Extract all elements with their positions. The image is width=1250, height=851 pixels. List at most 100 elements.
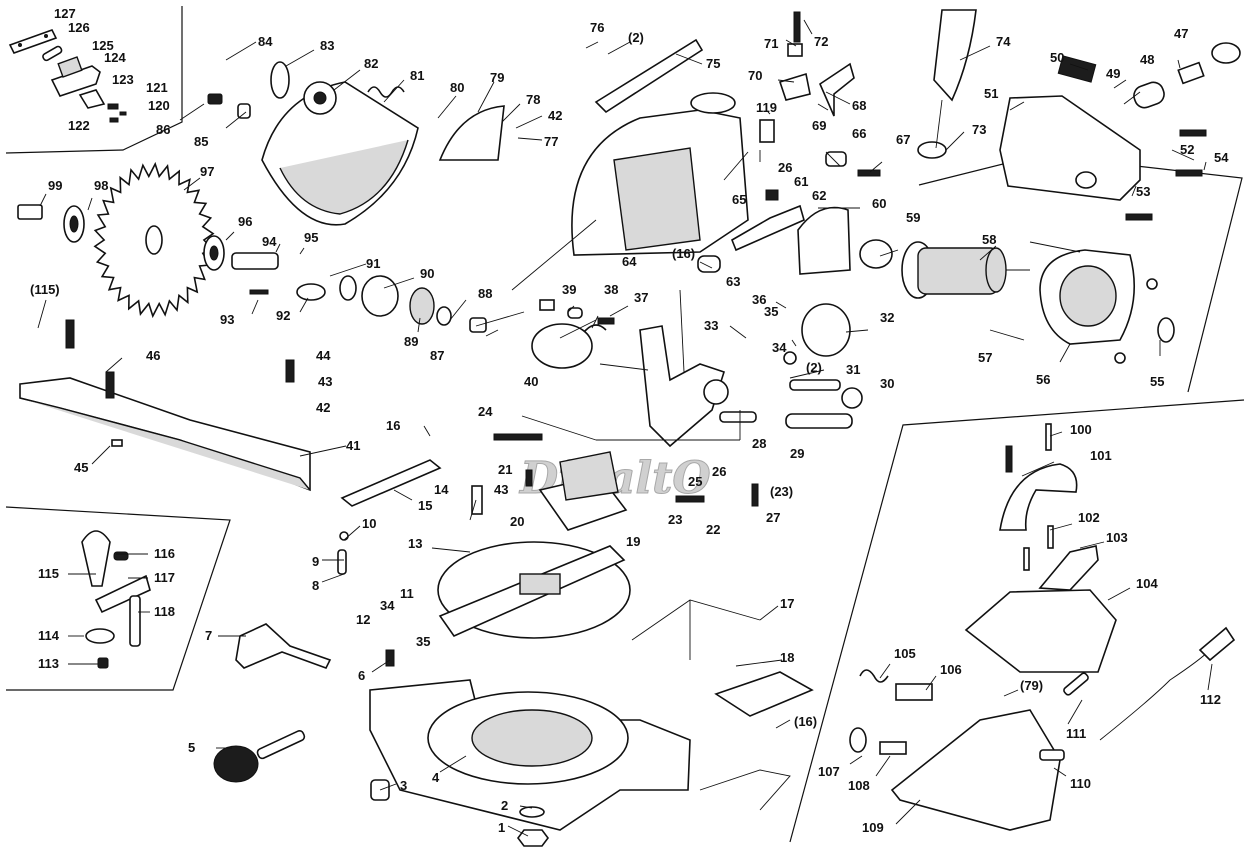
part-42b: 42 xyxy=(548,108,562,123)
part-8: 8 xyxy=(312,578,319,593)
part-25: 25 xyxy=(688,474,702,489)
part-35b: 35 xyxy=(416,634,430,649)
part-31: 31 xyxy=(846,362,860,377)
part-90: 90 xyxy=(420,266,434,281)
part-9: 9 xyxy=(312,554,319,569)
part-18: 18 xyxy=(780,650,794,665)
part-93: 93 xyxy=(220,312,234,327)
frame-top-left xyxy=(5,6,183,154)
part-115b: (115) xyxy=(30,282,60,297)
part-125: 125 xyxy=(92,38,114,53)
part-59: 59 xyxy=(906,210,920,225)
part-70: 70 xyxy=(748,68,762,83)
switch-and-cable xyxy=(849,626,1236,755)
part-44: 44 xyxy=(316,348,331,363)
part-28: 28 xyxy=(752,436,766,451)
part-75: 75 xyxy=(706,56,720,71)
part-45: 45 xyxy=(74,460,88,475)
part-62: 62 xyxy=(812,188,826,203)
part-34b: 34 xyxy=(380,598,395,613)
part-16b: (16) xyxy=(672,246,695,261)
fence xyxy=(19,319,311,492)
part-21: 21 xyxy=(498,462,512,477)
part-107: 107 xyxy=(818,764,840,779)
part-79: 79 xyxy=(490,70,504,85)
part-102: 102 xyxy=(1078,510,1100,525)
part-89: 89 xyxy=(404,334,418,349)
operating-handle xyxy=(917,9,977,159)
part-127: 127 xyxy=(54,6,76,21)
part-10: 10 xyxy=(362,516,376,531)
part-117: 117 xyxy=(154,570,175,585)
part-6: 6 xyxy=(358,668,365,683)
part-7: 7 xyxy=(205,628,212,643)
part-57: 57 xyxy=(978,350,992,365)
part-19: 19 xyxy=(626,534,640,549)
part-42: 42 xyxy=(316,400,330,415)
part-124: 124 xyxy=(104,50,126,65)
part-32: 32 xyxy=(880,310,894,325)
lower-blade-guard xyxy=(261,61,419,226)
part-123: 123 xyxy=(112,72,134,87)
part-48: 48 xyxy=(1140,52,1154,67)
part-41: 41 xyxy=(346,438,360,453)
motor-end-cap xyxy=(797,206,1175,343)
part-103: 103 xyxy=(1106,530,1128,545)
part-82: 82 xyxy=(364,56,378,71)
saw-blade xyxy=(93,161,215,319)
part-43b: 43 xyxy=(494,482,508,497)
part-110: 110 xyxy=(1070,776,1091,791)
frame-bottom-right xyxy=(789,399,1245,843)
part-23b: (23) xyxy=(770,484,793,499)
part-101: 101 xyxy=(1090,448,1112,463)
part-24: 24 xyxy=(478,404,493,419)
part-106: 106 xyxy=(940,662,962,677)
extension-rods xyxy=(235,599,791,811)
part-72: 72 xyxy=(814,34,828,49)
part-14: 14 xyxy=(434,482,449,497)
part-77: 77 xyxy=(544,134,558,149)
part-118: 118 xyxy=(154,604,175,619)
part-54: 54 xyxy=(1214,150,1229,165)
part-26b: 26 xyxy=(778,160,792,175)
part-64: 64 xyxy=(622,254,637,269)
part-67: 67 xyxy=(896,132,910,147)
part-50: 50 xyxy=(1050,50,1064,65)
part-65: 65 xyxy=(732,192,746,207)
part-35: 35 xyxy=(764,304,778,319)
part-60: 60 xyxy=(872,196,886,211)
part-38: 38 xyxy=(604,282,618,297)
part-87: 87 xyxy=(430,348,444,363)
part-119: 119 xyxy=(756,100,777,115)
part-111: 111 xyxy=(1066,726,1086,741)
part-22: 22 xyxy=(706,522,720,537)
part-27: 27 xyxy=(766,510,780,525)
part-17: 17 xyxy=(780,596,794,611)
part-109: 109 xyxy=(862,820,884,835)
part-2b: (2) xyxy=(628,30,644,45)
handle-top-housing xyxy=(964,545,1117,673)
part-43: 43 xyxy=(318,374,332,389)
part-23: 23 xyxy=(668,512,682,527)
frame-bottom-left xyxy=(5,506,231,691)
part-78: 78 xyxy=(526,92,540,107)
part-79b: (79) xyxy=(1020,678,1043,693)
leader-lines xyxy=(37,19,1213,837)
part-52: 52 xyxy=(1180,142,1194,157)
part-85: 85 xyxy=(194,134,208,149)
part-3: 3 xyxy=(400,778,407,793)
part-33: 33 xyxy=(704,318,718,333)
part-11: 11 xyxy=(400,586,414,601)
part-91: 91 xyxy=(366,256,380,271)
part-113: 113 xyxy=(38,656,59,671)
plate-and-insert xyxy=(340,459,814,717)
part-104: 104 xyxy=(1136,576,1158,591)
bracket-assembly-small xyxy=(8,29,127,123)
part-2: 2 xyxy=(501,798,508,813)
part-34: 34 xyxy=(772,340,787,355)
part-74: 74 xyxy=(996,34,1011,49)
part-5: 5 xyxy=(188,740,195,755)
part-86: 86 xyxy=(156,122,170,137)
part-58: 58 xyxy=(982,232,996,247)
part-20: 20 xyxy=(510,514,524,529)
